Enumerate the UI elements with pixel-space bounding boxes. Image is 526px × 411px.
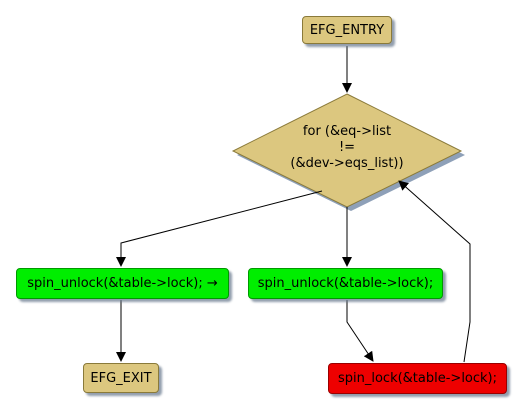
decision-node: for (&eq->list != (&dev->eqs_list)) [262,120,432,176]
relock-node: spin_lock(&table->lock); [328,363,507,394]
arrow-right-unlock-to-relock [346,300,374,362]
condition-line-1: for (&eq->list [302,124,392,139]
arrow-decision-to-left-unlock [116,190,323,267]
exit-node: EFG_EXIT [83,363,159,393]
left-unlock-node: spin_unlock(&table->lock); → [16,268,229,299]
condition-line-3: (&dev->eqs_list)) [290,156,404,171]
entry-node: EFG_ENTRY [302,16,392,44]
arrow-relock-loop-back [398,180,471,363]
right-unlock-node: spin_unlock(&table->lock); [248,268,443,299]
condition-line-2: != [338,140,356,155]
